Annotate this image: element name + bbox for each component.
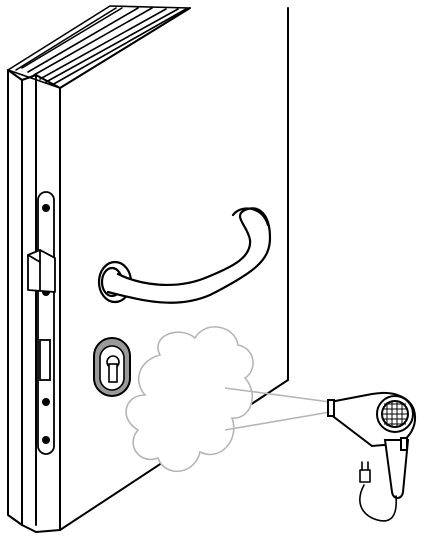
- strike-plate-icon: [38, 192, 54, 454]
- door-frame: [8, 70, 36, 532]
- latch-bolt: [28, 250, 55, 292]
- warm-air-cloud-icon: [126, 327, 253, 471]
- lever-handle-icon: [99, 208, 270, 302]
- hair-dryer-icon: [328, 393, 415, 498]
- lock-cylinder-icon: [94, 338, 130, 396]
